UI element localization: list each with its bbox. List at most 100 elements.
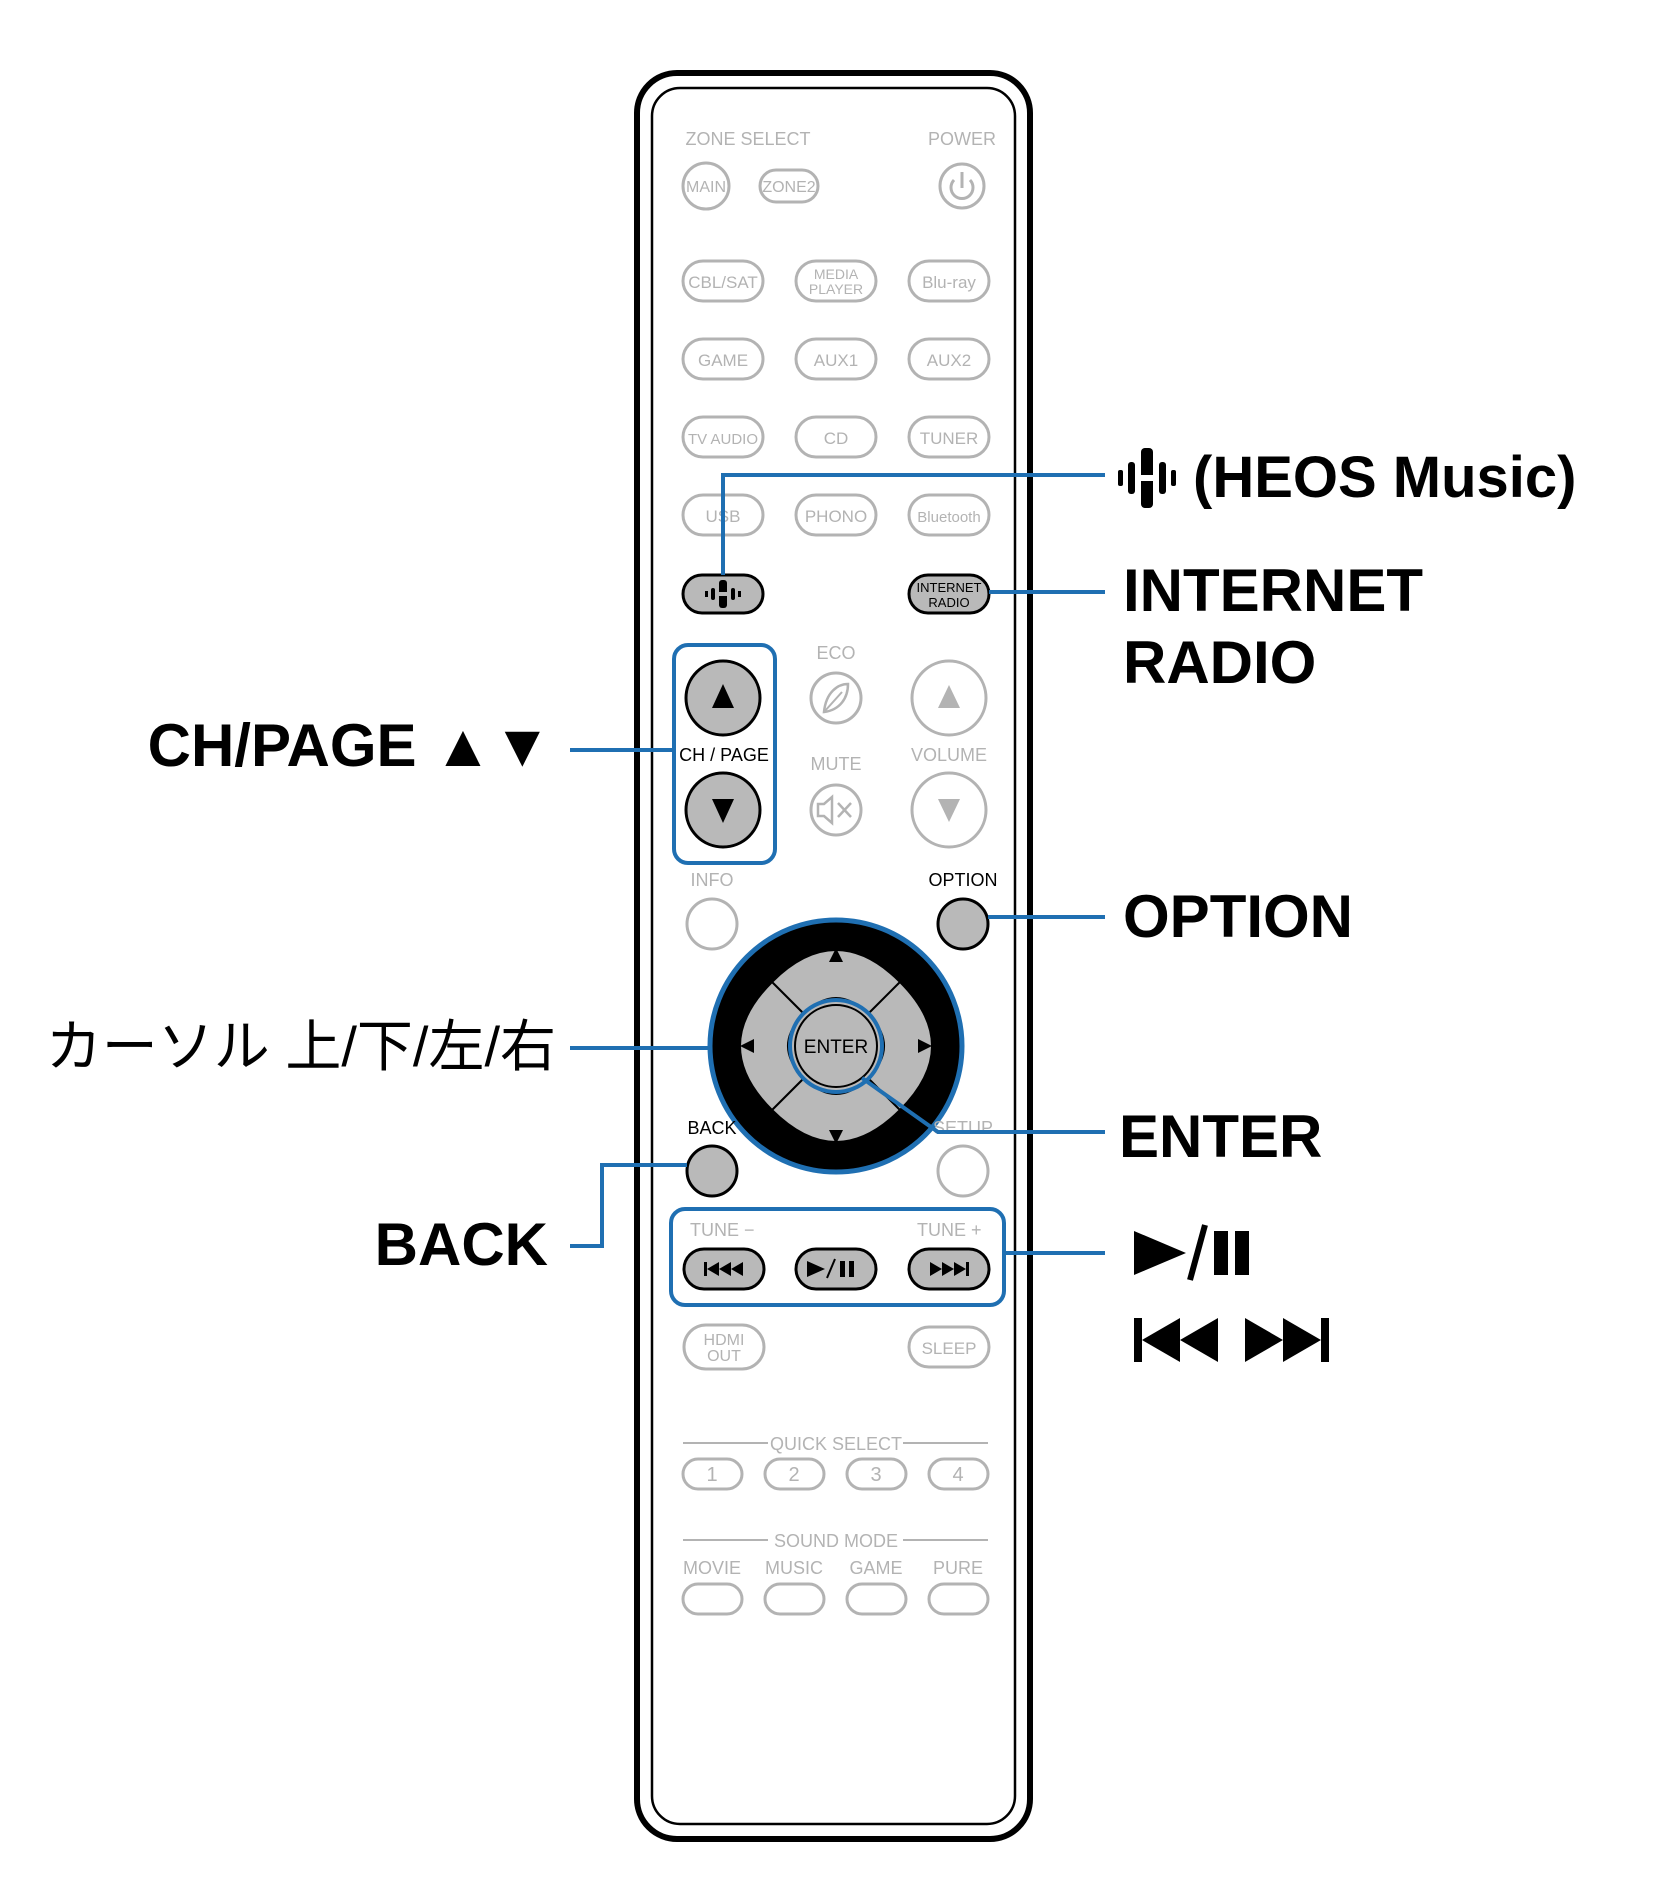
tuner-label: TUNER (920, 429, 979, 448)
cbl-sat-button[interactable]: CBL/SAT (681, 259, 765, 303)
triangle-left-icon (740, 1039, 754, 1053)
back-label: BACK (687, 1118, 736, 1138)
quick-select-label: QUICK SELECT (770, 1434, 902, 1454)
ch-page-down-button[interactable] (684, 771, 762, 849)
sound-mode-section: SOUND MODE MOVIE MUSIC GAME PURE (681, 1531, 990, 1616)
option-button[interactable] (936, 897, 990, 951)
cbl-sat-label: CBL/SAT (688, 273, 758, 292)
triangle-down-icon (712, 799, 734, 823)
skip-forward-icon (1245, 1318, 1329, 1362)
cursor-pad: ENTER (707, 917, 965, 1175)
triangle-up-icon (938, 685, 960, 708)
pause-icon (1214, 1231, 1228, 1275)
callout-lines (570, 473, 1105, 1255)
option-callout-label: OPTION (1123, 883, 1353, 950)
play-icon (1134, 1231, 1186, 1275)
triangle-right-icon (918, 1039, 932, 1053)
tune-plus-label: TUNE + (917, 1220, 982, 1240)
mute-button[interactable] (809, 783, 863, 837)
power-button[interactable] (938, 162, 986, 210)
option-label: OPTION (928, 870, 997, 890)
play-pause-icon (807, 1258, 854, 1279)
media-player-button[interactable]: MEDIA PLAYER (794, 259, 878, 303)
quick-select-2-label: 2 (788, 1464, 799, 1486)
ch-page-callout-label: CH/PAGE ▲▼ (148, 712, 552, 779)
heos-callout: (HEOS Music) (1118, 445, 1577, 510)
game-button[interactable]: GAME (681, 337, 765, 381)
enter-callout-label: ENTER (1119, 1103, 1322, 1170)
quick-select-3-label: 3 (870, 1464, 881, 1486)
skip-back-icon (1134, 1318, 1218, 1362)
volume-down-button[interactable] (910, 771, 988, 849)
internet-radio-callout-line-1: INTERNET (1123, 557, 1423, 624)
aux2-button[interactable]: AUX2 (907, 337, 991, 381)
main-button-label: MAIN (686, 179, 726, 196)
music-button[interactable] (763, 1582, 826, 1616)
transport-group: TUNE − TUNE + (669, 1207, 1006, 1307)
aux1-label: AUX1 (814, 351, 858, 370)
info-button[interactable] (685, 897, 739, 951)
volume-up-button[interactable] (910, 659, 988, 737)
pure-button[interactable] (927, 1582, 990, 1616)
setup-label: SETUP (933, 1118, 993, 1138)
phono-button[interactable]: PHONO (794, 493, 878, 537)
zone2-button-label: ZONE2 (762, 179, 815, 196)
heos-button[interactable] (681, 573, 765, 615)
back-button[interactable] (685, 1144, 739, 1198)
tv-audio-button[interactable]: TV AUDIO (681, 415, 765, 459)
mute-label: MUTE (811, 754, 862, 774)
blu-ray-button[interactable]: Blu-ray (907, 259, 991, 303)
enter-button-label: ENTER (804, 1037, 868, 1058)
eco-button[interactable] (809, 671, 863, 725)
pure-label: PURE (933, 1558, 983, 1578)
back-callout-line (570, 1163, 687, 1248)
zone2-button[interactable]: ZONE2 (758, 168, 820, 204)
media-player-label-1: MEDIA (814, 266, 859, 282)
tuner-button[interactable]: TUNER (907, 415, 991, 459)
triangle-down-icon (938, 799, 960, 822)
main-button[interactable]: MAIN (681, 161, 731, 211)
eco-label: ECO (816, 643, 855, 663)
quick-select-1-label: 1 (706, 1464, 717, 1486)
internet-radio-callout-line-2: RADIO (1123, 629, 1316, 696)
sleep-button[interactable]: SLEEP (907, 1325, 991, 1369)
zone-select-label: ZONE SELECT (685, 129, 810, 149)
heos-music-callout-label: (HEOS Music) (1193, 445, 1577, 510)
internet-radio-label-1: INTERNET (917, 580, 982, 595)
heos-icon (705, 580, 741, 608)
quick-select-section: QUICK SELECT 1 2 3 4 (681, 1434, 990, 1491)
play-pause-button[interactable] (794, 1247, 878, 1291)
previous-button[interactable] (682, 1247, 766, 1291)
next-button[interactable] (907, 1247, 991, 1291)
aux1-button[interactable]: AUX1 (794, 337, 878, 381)
internet-radio-label-2: RADIO (928, 595, 969, 610)
movie-button[interactable] (681, 1582, 744, 1616)
aux2-label: AUX2 (927, 351, 971, 370)
ch-page-group: CH / PAGE (672, 643, 777, 865)
game-mode-label: GAME (849, 1558, 902, 1578)
skip-back-icon (704, 1262, 743, 1276)
power-label: POWER (928, 129, 996, 149)
cd-button[interactable]: CD (794, 415, 878, 459)
internet-radio-button[interactable]: INTERNET RADIO (907, 573, 991, 615)
quick-select-3-button[interactable]: 3 (845, 1457, 908, 1491)
quick-select-4-button[interactable]: 4 (927, 1457, 990, 1491)
enter-button[interactable]: ENTER (788, 998, 884, 1094)
game-mode-button[interactable] (845, 1582, 908, 1616)
blu-ray-label: Blu-ray (922, 273, 976, 292)
sound-mode-label: SOUND MODE (774, 1531, 898, 1551)
quick-select-1-button[interactable]: 1 (681, 1457, 744, 1491)
ch-page-up-button[interactable] (684, 659, 762, 737)
triangle-up-icon (829, 948, 843, 962)
heos-callout-line (721, 473, 1105, 575)
setup-button[interactable] (936, 1144, 990, 1198)
hdmi-out-button[interactable]: HDMI OUT (682, 1323, 766, 1371)
ch-page-label: CH / PAGE (679, 745, 769, 765)
cd-label: CD (824, 429, 849, 448)
bluetooth-label: Bluetooth (917, 509, 980, 526)
play-pause-callout (1134, 1224, 1249, 1281)
bluetooth-button[interactable]: Bluetooth (907, 493, 991, 537)
leaf-icon (822, 682, 850, 714)
quick-select-2-button[interactable]: 2 (763, 1457, 826, 1491)
